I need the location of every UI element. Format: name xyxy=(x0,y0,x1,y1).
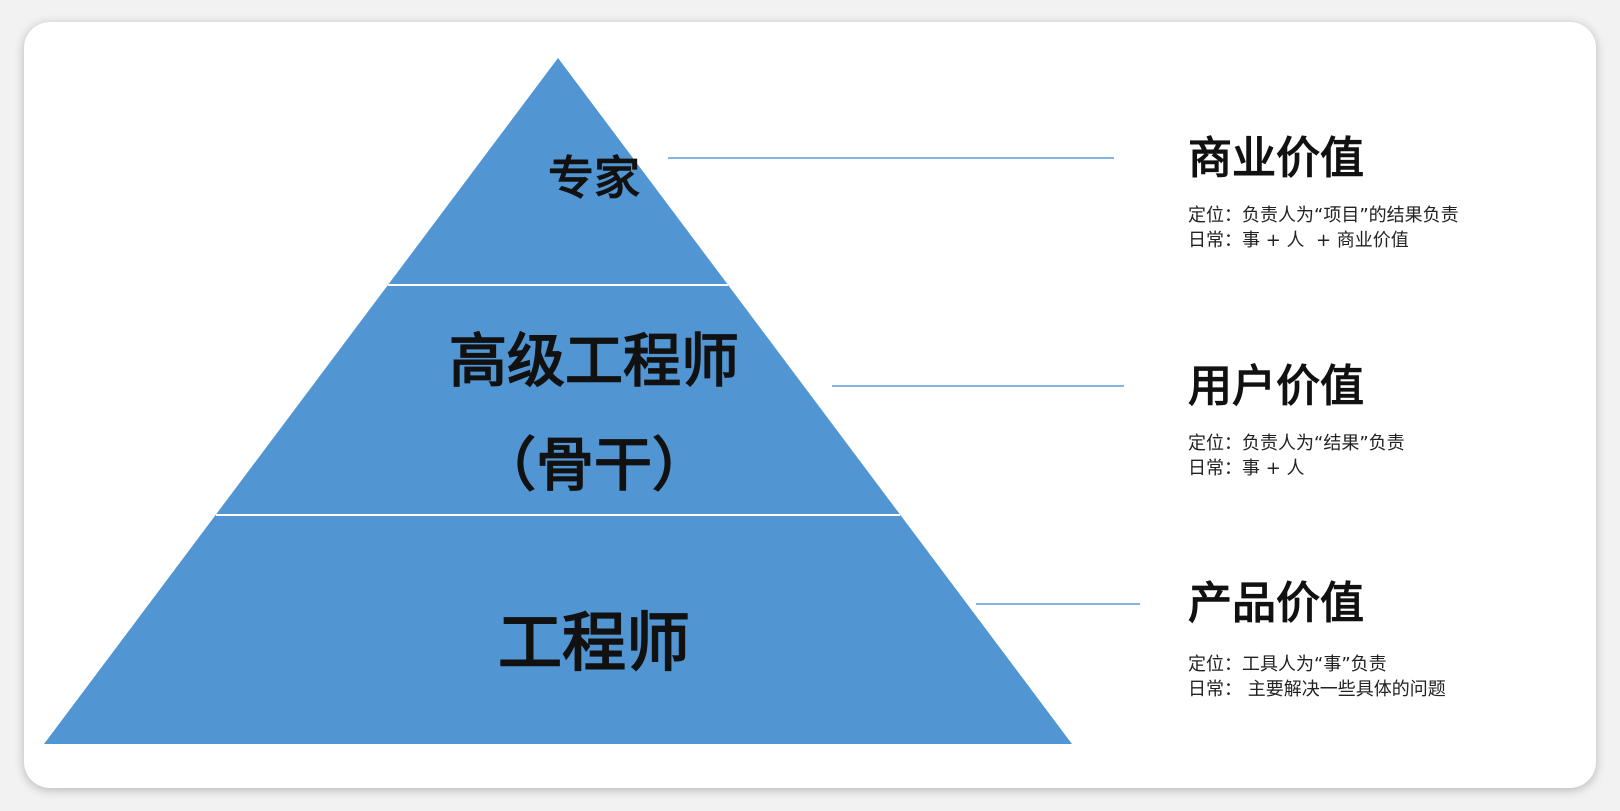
value-position-text: 定位：工具人为“事”负责 xyxy=(1188,653,1387,675)
value-block-business: 商业价值 定位：负责人为“项目”的结果负责 日常：事 + 人 + 商业价值 xyxy=(1188,133,1578,253)
tier-label-expert: 专家 xyxy=(548,151,640,205)
value-title: 产品价值 xyxy=(1188,578,1364,629)
value-position-text: 定位：负责人为“结果”负责 xyxy=(1188,432,1405,454)
value-daily-text: 日常：事 + 人 xyxy=(1188,457,1305,479)
value-block-user: 用户价值 定位：负责人为“结果”负责 日常：事 + 人 xyxy=(1188,361,1578,481)
value-daily-text: 日常：事 + 人 + 商业价值 xyxy=(1188,229,1409,251)
pyramid-shape xyxy=(44,58,1072,744)
diagram-card: 专家 高级工程师 （骨干） 工程师 商业价值 定位：负责人为“项目”的结果负责 … xyxy=(24,22,1596,788)
value-title: 用户价值 xyxy=(1188,361,1364,412)
tier-label-backbone: （骨干） xyxy=(477,431,710,499)
value-position-text: 定位：负责人为“项目”的结果负责 xyxy=(1188,204,1459,226)
tier-label-senior-engineer: 高级工程师 xyxy=(448,327,739,395)
value-title: 商业价值 xyxy=(1188,133,1364,184)
value-daily-text: 日常： 主要解决一些具体的问题 xyxy=(1188,678,1446,700)
pyramid-diagram xyxy=(44,58,1140,744)
value-block-product: 产品价值 定位：工具人为“事”负责 日常： 主要解决一些具体的问题 xyxy=(1188,578,1578,702)
tier-label-engineer: 工程师 xyxy=(498,607,690,681)
